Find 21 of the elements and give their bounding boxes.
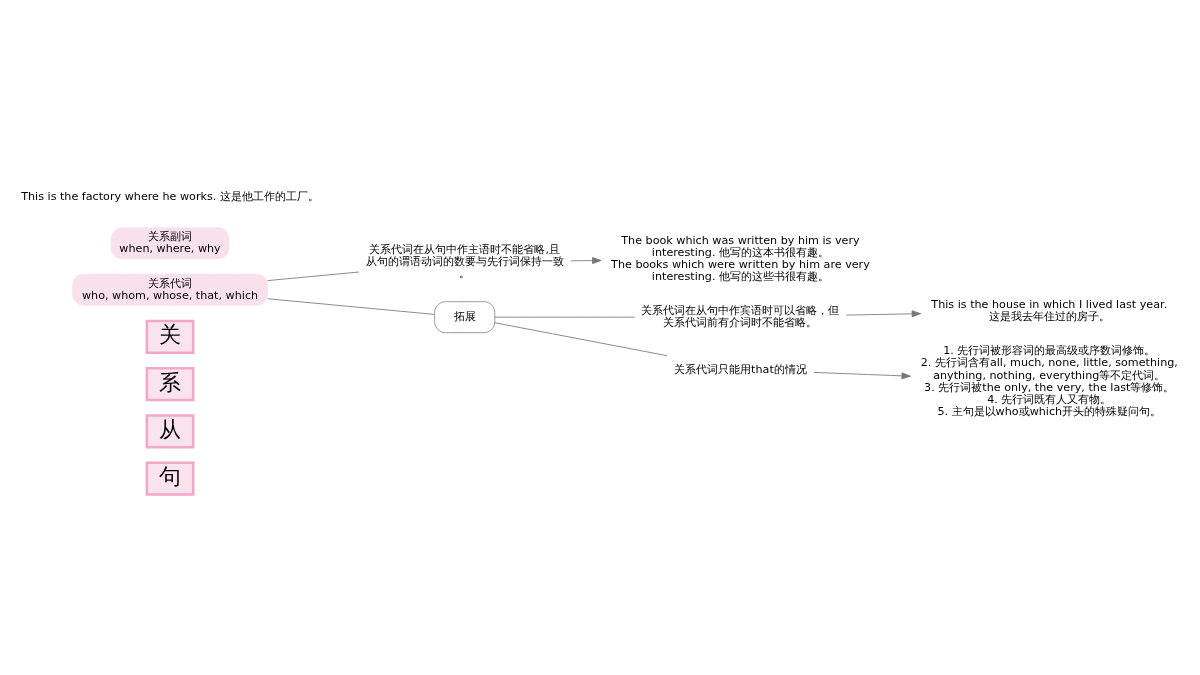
node-box: 关 [145,319,195,354]
node-text: 关系代词在从句中作宾语时可以省略，但关系代词前有介词时不能省略。 [641,303,840,329]
connector [494,321,668,356]
node-box: 系 [145,366,195,401]
arrow [845,309,922,317]
connector [494,316,636,318]
connector [267,297,435,315]
node-box: 句 [145,461,195,496]
node-text: 关系代词只能用that的情况 [674,361,807,375]
node-box: 拓展 [434,300,496,333]
node-text: The book which was written by him is very interesting. 他写的这本书很有趣。 The books which were written by him are very interesting. 他写的这些书很有趣。 [611,233,870,283]
connector [267,271,360,281]
arrow [813,371,911,379]
arrow [570,256,602,264]
node-text: 关系代词在从句中作主语时不能省略,且从句的谓语动词的数要与先行词保持一致。 [365,242,564,280]
node-text: 1. 先行词被形容词的最高级或序数词修饰。 2. 先行词含有all, much, none, little, something, anything, nothing, everything等不定代词。 3. 先行词被the only, the very, the last等修饰。 4. 先行词既有人又有物。 5. 主句是以who或which开头的特殊疑问句。 [920,343,1178,418]
node-text: This is the factory where he works. 这是他工作的工厂。 [21,189,319,203]
node-box: 从 [145,413,195,449]
node-text: This is the house in which I lived last year. 这是我去年住过的房子。 [931,297,1168,323]
node-box: 关系代词 who, whom, whose, that, which [72,273,268,306]
node-box: 关系副词 when, where, why [110,226,230,259]
